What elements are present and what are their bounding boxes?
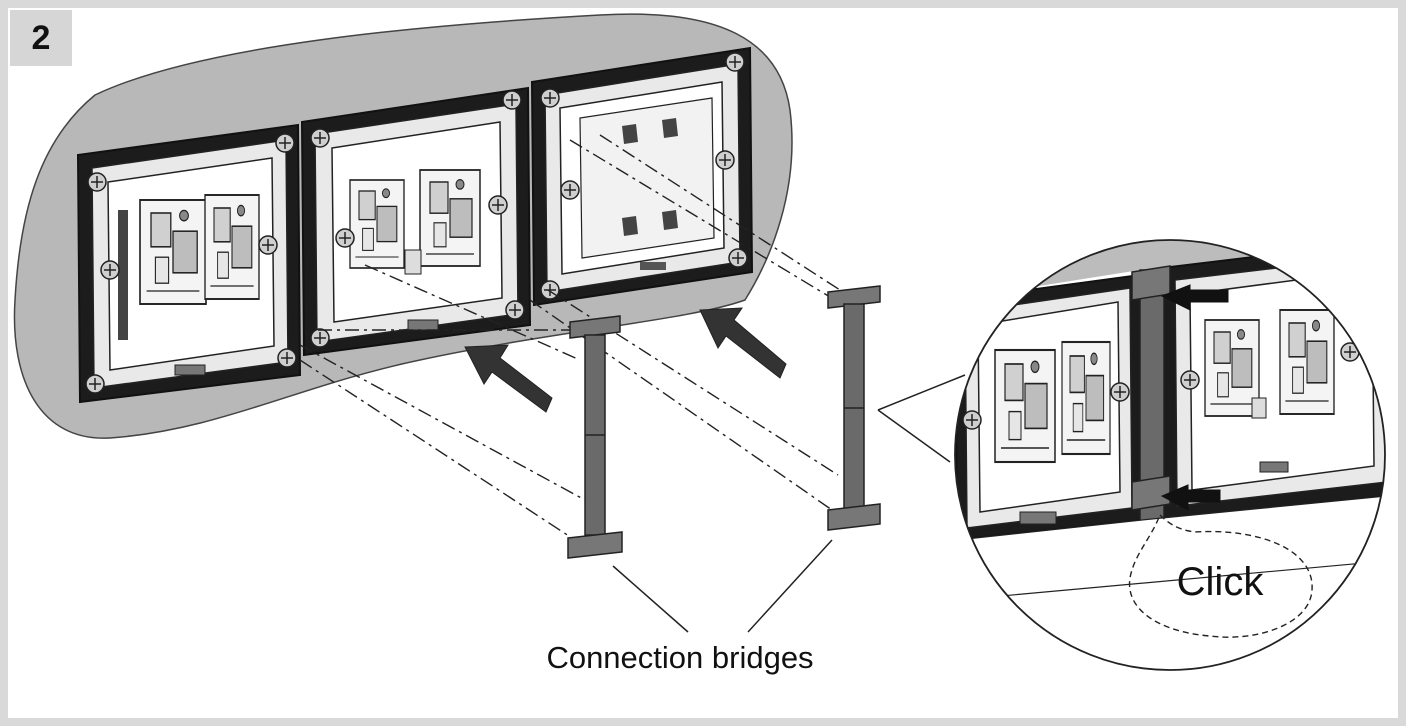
frame-module-right [530, 46, 754, 307]
frame-module-middle [300, 86, 532, 357]
zoom-pointer [877, 374, 966, 463]
zoom-circle-outline [954, 239, 1386, 671]
connection-bridges-label: Connection bridges [546, 640, 814, 675]
frame-module-left [76, 123, 302, 404]
zoom-detail [955, 240, 1385, 670]
click-bubble [1128, 513, 1313, 638]
push-arrow-left [464, 344, 553, 413]
step-number-badge: 2 [10, 10, 72, 66]
push-arrow-right [699, 307, 787, 379]
label-leaders [612, 539, 833, 633]
connection-bridge-right [827, 285, 881, 531]
connection-bridge-left [567, 315, 623, 559]
click-label: Click [1176, 560, 1264, 604]
